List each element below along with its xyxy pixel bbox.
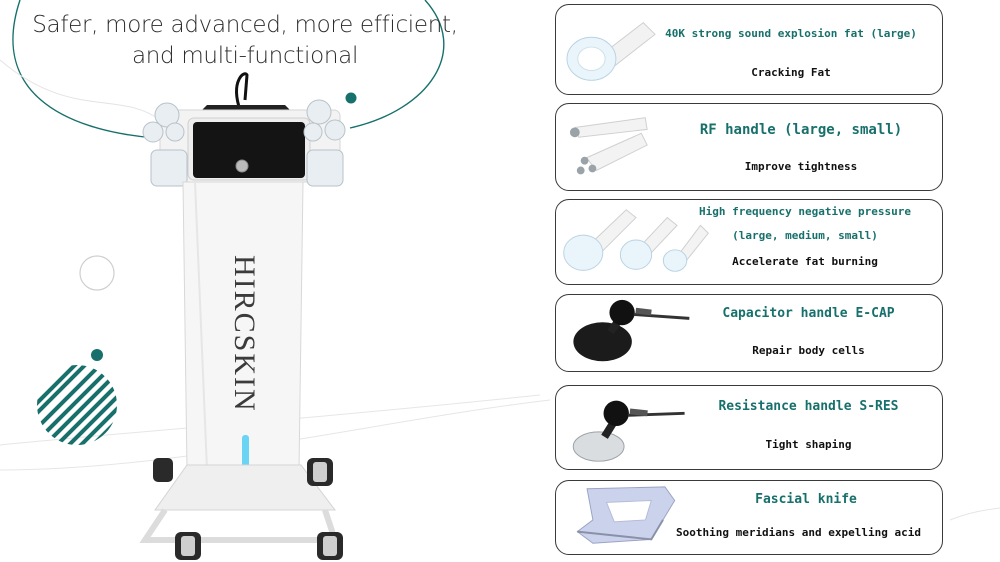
handle-title-detail: (large, medium, small) <box>732 229 878 242</box>
handle-card-rf: RF handle (large, small) Improve tightne… <box>555 103 943 191</box>
cavitation-handle-icon <box>566 21 656 81</box>
handle-title: High frequency negative pressure <box>699 205 911 218</box>
machine-brand: HIRCSKIN <box>228 255 261 413</box>
decor-dot <box>91 349 103 361</box>
handle-title: RF handle (large, small) <box>699 122 903 138</box>
handle-subtitle: Repair body cells <box>752 344 865 357</box>
striped-circle <box>37 365 117 445</box>
resistance-handle-icon <box>572 400 685 462</box>
handle-title: Resistance handle S-RES <box>718 399 899 414</box>
rf-handle-icon <box>569 117 648 175</box>
handle-card-vacuum: High frequency negative pressure (large,… <box>555 199 943 285</box>
headline-line-2: and multi-functional <box>131 43 359 69</box>
fascial-knife-icon <box>576 486 676 544</box>
handle-subtitle: Improve tightness <box>744 160 858 173</box>
handle-title: Fascial knife <box>755 492 857 507</box>
capacitor-handle-icon <box>573 299 690 362</box>
handle-card-resistance: Resistance handle S-RES Tight shaping <box>555 385 943 470</box>
handle-card-capacitor: Capacitor handle E-CAP Repair body cells <box>555 294 943 372</box>
machine-illustration: HIRCSKIN <box>139 72 346 560</box>
handle-subtitle: Accelerate fat burning <box>732 255 878 268</box>
handle-title: 40K strong sound explosion fat (large) <box>665 27 917 40</box>
handle-subtitle: Cracking Fat <box>751 66 831 79</box>
handle-card-fascial-knife: Fascial knife Soothing meridians and exp… <box>555 480 943 555</box>
headline: Safer, more advanced, more efficient, an… <box>20 10 470 72</box>
decor-curve <box>949 507 1000 521</box>
handle-title: Capacitor handle E-CAP <box>722 306 895 321</box>
handle-subtitle: Tight shaping <box>765 438 852 451</box>
headline-line-1: Safer, more advanced, more efficient, <box>32 12 458 38</box>
handle-card-cavitation: 40K strong sound explosion fat (large) C… <box>555 4 943 95</box>
handle-subtitle: Soothing meridians and expelling acid <box>675 526 922 539</box>
decor-ring <box>79 255 115 291</box>
vacuum-handle-icon <box>563 209 709 272</box>
